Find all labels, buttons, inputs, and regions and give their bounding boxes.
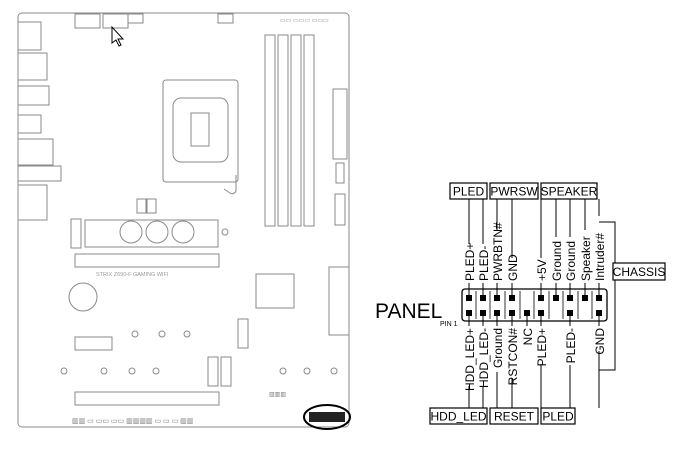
bottom-pin-label: HDD_LED+ bbox=[463, 328, 477, 391]
bottom-pin-label: GND bbox=[593, 328, 607, 355]
pin-bottom bbox=[480, 310, 486, 316]
chipset bbox=[255, 273, 295, 309]
group-box-pled-bottom bbox=[540, 407, 576, 425]
group-box-reset bbox=[489, 407, 539, 425]
socket-lever bbox=[223, 175, 237, 195]
m2-slot bbox=[220, 356, 232, 387]
io-port bbox=[17, 165, 62, 182]
atx-power-connector bbox=[332, 88, 348, 160]
connector bbox=[146, 198, 157, 214]
m2-screw bbox=[171, 220, 195, 244]
top-pin-label: Intruder# bbox=[593, 233, 607, 281]
dimm-slot bbox=[303, 34, 315, 227]
front-panel-header[interactable] bbox=[309, 412, 345, 422]
io-port bbox=[17, 21, 42, 51]
cpu-die bbox=[190, 112, 210, 147]
pin-bottom bbox=[494, 310, 500, 316]
pin-bottom bbox=[538, 310, 544, 316]
pin1-label: PIN 1 bbox=[440, 321, 458, 328]
pin-top bbox=[494, 295, 500, 301]
group-box-pwrsw bbox=[489, 182, 539, 200]
bottom-pin-label: PLED- bbox=[564, 328, 578, 363]
group-box-pled-top bbox=[449, 182, 488, 200]
io-port bbox=[17, 138, 54, 166]
m2-heatsink bbox=[84, 219, 219, 248]
pin-top bbox=[582, 295, 588, 301]
panel-title: PANEL bbox=[375, 300, 442, 323]
board-model-text: STRIX Z690-F GAMING WIFI bbox=[96, 272, 169, 278]
fan-headers: ▭▭ ▭▭▭ ▭▭▭ bbox=[280, 18, 329, 24]
group-label-pled-bottom: PLED bbox=[542, 410, 574, 424]
top-pin-label: PLED+ bbox=[463, 243, 477, 281]
cpu-power-connector bbox=[74, 13, 101, 29]
header: ▥▥▥ bbox=[269, 392, 286, 398]
chassis-bracket bbox=[599, 221, 616, 371]
bottom-headers: ▥▥ ▭ ▭▭ ▭▭ ▥▥▥▥ ▭ ▭ ▭ ▥▥ bbox=[72, 418, 193, 425]
component bbox=[74, 336, 113, 351]
group-box-hdd-led bbox=[429, 407, 488, 425]
group-box-speaker bbox=[540, 182, 598, 200]
top-pin-label: Ground bbox=[564, 241, 578, 281]
pin-bottom bbox=[509, 310, 515, 316]
dimm-slot bbox=[290, 34, 302, 227]
group-label-pwrsw: PWRSW bbox=[490, 185, 538, 199]
top-pin-label: GND bbox=[506, 254, 520, 281]
usb-header bbox=[335, 162, 345, 184]
bottom-pin-label: PLED+ bbox=[535, 328, 549, 366]
pin-top bbox=[509, 295, 515, 301]
pin-top bbox=[480, 295, 486, 301]
pin-bottom bbox=[524, 310, 530, 316]
top-pin-label: Speaker bbox=[579, 236, 593, 281]
bottom-pin-label: Ground bbox=[491, 328, 505, 368]
mouse-cursor-icon bbox=[111, 25, 125, 47]
m2-slot bbox=[70, 218, 82, 249]
bottom-pin-label: NC bbox=[521, 328, 535, 346]
pcie-slot bbox=[74, 391, 220, 406]
pcie-slot bbox=[74, 253, 220, 268]
pin-bottom bbox=[596, 310, 602, 316]
cpu-socket bbox=[162, 79, 239, 183]
connector bbox=[136, 198, 147, 214]
m2-slot bbox=[207, 356, 219, 387]
m2-screw bbox=[145, 220, 169, 244]
top-pin-label: PLED- bbox=[477, 246, 491, 281]
group-label-pled-top: PLED bbox=[453, 185, 485, 199]
group-box-chassis bbox=[612, 262, 666, 281]
group-label-speaker: SPEAKER bbox=[541, 185, 598, 199]
highlight-ellipse bbox=[303, 404, 351, 430]
pin-bottom bbox=[567, 310, 573, 316]
bottom-pin-label: HDD_LED- bbox=[477, 328, 491, 388]
m2-slot bbox=[237, 318, 249, 349]
cpu-socket-inner bbox=[172, 97, 229, 163]
top-pin-label: PWRBTN# bbox=[491, 222, 505, 281]
top-pin-label: +5V bbox=[535, 259, 549, 281]
bottom-pin-label: RSTCON# bbox=[506, 328, 520, 386]
pin-top bbox=[466, 295, 472, 301]
pin-bottom bbox=[466, 310, 472, 316]
dimm-slot bbox=[264, 34, 276, 227]
io-port bbox=[17, 114, 42, 134]
io-port bbox=[17, 85, 50, 106]
io-port bbox=[17, 184, 48, 221]
io-port bbox=[17, 52, 48, 81]
group-label-reset: RESET bbox=[494, 410, 535, 424]
group-label-chassis: CHASSIS bbox=[613, 265, 666, 279]
mount-holes bbox=[60, 228, 338, 375]
dimm-slot bbox=[277, 34, 289, 227]
cmos-battery bbox=[68, 282, 98, 312]
connector bbox=[127, 13, 144, 24]
connector bbox=[217, 13, 234, 24]
motherboard-layout: ▭▭ ▭▭▭ ▭▭▭ STRIX Z690-F GAMING WIFI bbox=[17, 12, 351, 430]
pin-top bbox=[567, 295, 573, 301]
m2-screw bbox=[119, 220, 143, 244]
pin-top bbox=[596, 295, 602, 301]
connector bbox=[328, 266, 350, 336]
pin-top bbox=[538, 295, 544, 301]
cpu-power-connector bbox=[102, 13, 129, 29]
group-label-hdd-led: HDD_LED bbox=[430, 410, 486, 424]
connector bbox=[334, 193, 346, 226]
pin-top bbox=[553, 295, 559, 301]
top-pin-label: Ground bbox=[550, 241, 564, 281]
